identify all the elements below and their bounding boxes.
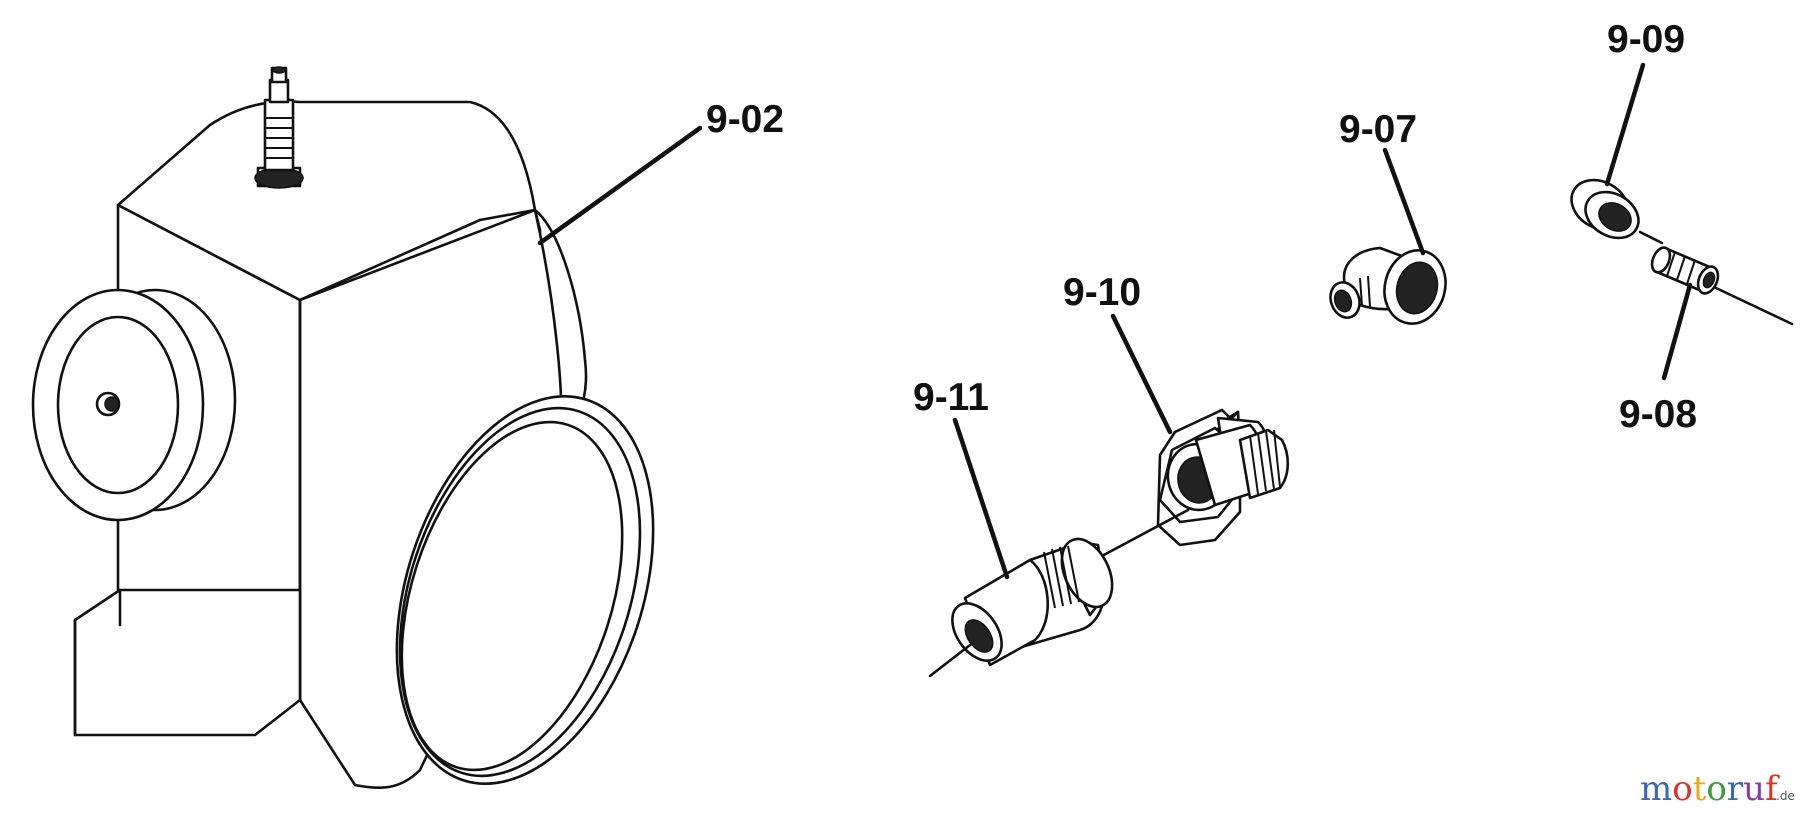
callout-9-02: 9-02 — [706, 98, 784, 141]
watermark-suffix: .de — [1776, 789, 1795, 803]
callout-9-10: 9-10 — [1063, 271, 1141, 314]
watermark-text: motoruf — [1640, 769, 1780, 809]
gearbox-housing — [31, 66, 655, 790]
watermark-logo: motoruf .de — [1640, 769, 1795, 809]
leader-9-02 — [537, 125, 703, 246]
reducing-bushing — [1570, 178, 1640, 240]
callout-9-08: 9-08 — [1619, 393, 1697, 436]
leader-9-11 — [952, 417, 1010, 580]
leader-9-09 — [1604, 62, 1646, 187]
callout-9-07: 9-07 — [1339, 108, 1417, 151]
street-elbow — [1329, 246, 1447, 325]
leader-9-10 — [1110, 313, 1173, 435]
callout-9-09: 9-09 — [1607, 18, 1685, 61]
pipe-coupling — [928, 508, 1190, 678]
hex-reducer — [1156, 408, 1290, 547]
leader-9-08 — [1661, 282, 1693, 381]
pipe-nipple — [1638, 230, 1794, 326]
leader-9-07 — [1382, 147, 1426, 256]
callout-9-11: 9-11 — [913, 376, 989, 419]
